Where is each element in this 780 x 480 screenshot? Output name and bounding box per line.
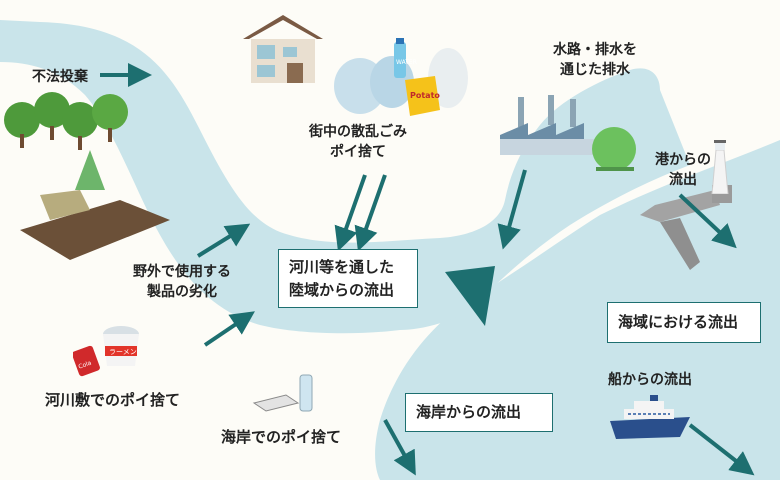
label-beach-dump: 海岸でのポイ捨て bbox=[221, 428, 342, 446]
box-land-outflow-line2: 陸域からの流出 bbox=[289, 280, 395, 299]
chips-label: Potato bbox=[410, 91, 440, 100]
main-flow-arrow bbox=[445, 266, 495, 326]
cup-can-icon: Cola ラーメン bbox=[73, 326, 139, 377]
arrow-outdoor bbox=[196, 223, 251, 258]
label-outdoor-line2: 製品の劣化 bbox=[147, 284, 217, 301]
label-port-line2: 流出 bbox=[669, 172, 697, 189]
box-sea-outflow: 海域における流出 bbox=[607, 302, 761, 343]
can-label: Cola bbox=[78, 359, 93, 370]
label-waterway: 水路・排水を 通じた排水 bbox=[545, 40, 645, 81]
arrow-coast bbox=[383, 419, 416, 476]
box-land-outflow-line1: 河川等を通した bbox=[289, 258, 395, 276]
label-riverbank: 河川敷でのポイ捨て bbox=[45, 391, 181, 409]
box-coast-outflow: 海岸からの流出 bbox=[405, 393, 553, 432]
label-city-litter: 街中の散乱ごみ ポイ捨て bbox=[298, 122, 418, 163]
label-port-line1: 港からの bbox=[655, 152, 711, 168]
box-land-outflow: 河川等を通した 陸域からの流出 bbox=[278, 249, 418, 308]
arrow-city-litter-1 bbox=[334, 174, 367, 252]
label-outdoor-line1: 野外で使用する bbox=[133, 264, 231, 280]
arrow-city-litter-2 bbox=[354, 174, 387, 252]
arrow-ship bbox=[688, 423, 755, 476]
ship-icon bbox=[610, 395, 690, 439]
label-waterway-line1: 水路・排水を bbox=[553, 42, 637, 58]
label-city-litter-line1: 街中の散乱ごみ bbox=[309, 124, 407, 140]
trash-bags-icon: WATER Potato bbox=[334, 38, 468, 116]
forest-farm-icon bbox=[4, 92, 170, 260]
label-ship: 船からの流出 bbox=[608, 372, 692, 388]
arrow-riverbank bbox=[203, 311, 255, 347]
beach-litter-icon bbox=[252, 374, 313, 412]
house-icon bbox=[243, 15, 323, 83]
label-port: 港からの 流出 bbox=[646, 150, 720, 191]
label-illegal-dumping: 不法投棄 bbox=[32, 69, 88, 85]
label-city-litter-line2: ポイ捨て bbox=[330, 144, 386, 161]
bottle-label: WATER bbox=[396, 59, 417, 66]
cup-label: ラーメン bbox=[109, 348, 137, 356]
label-outdoor: 野外で使用する 製品の劣化 bbox=[116, 262, 248, 303]
river bbox=[0, 20, 690, 334]
factory-icon bbox=[500, 95, 636, 171]
lighthouse-icon bbox=[711, 140, 729, 194]
label-waterway-line2: 通じた排水 bbox=[560, 62, 630, 79]
arrow-port bbox=[678, 193, 737, 249]
arrow-waterway bbox=[497, 169, 527, 250]
